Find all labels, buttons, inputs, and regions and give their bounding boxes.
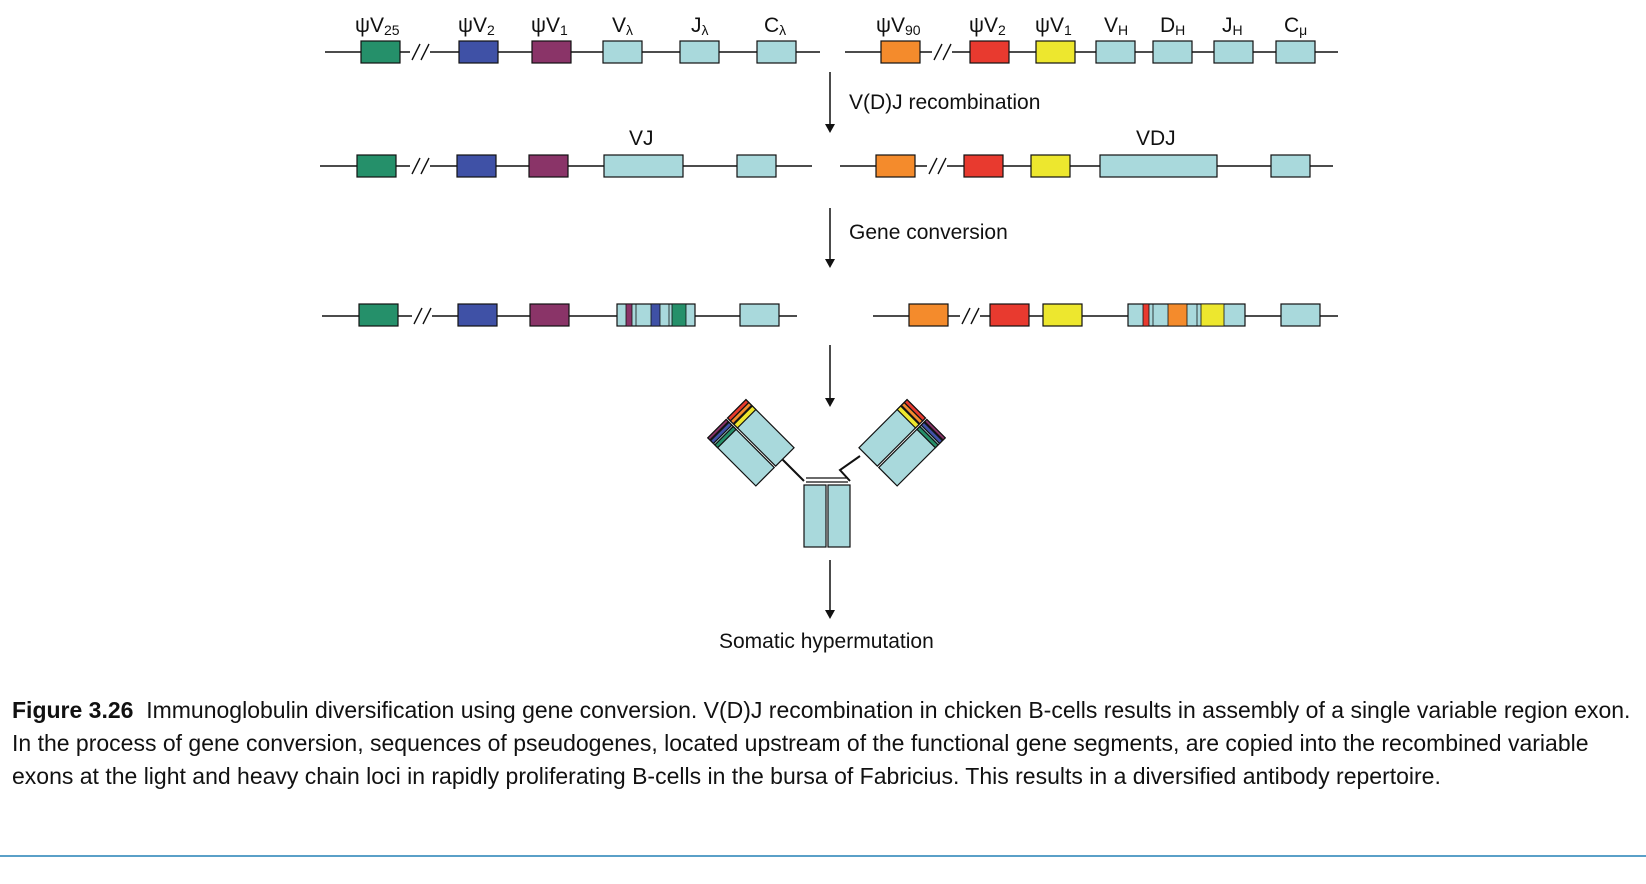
heavy-C-segment	[1275, 40, 1316, 64]
light-psiV1-segment	[528, 154, 569, 178]
heavy-J-segment	[1213, 40, 1254, 64]
heavy-psiV2-segment	[969, 40, 1010, 64]
locus-break-mark	[411, 157, 430, 175]
step-somatic-hypermutation: Somatic hypermutation	[719, 630, 934, 653]
arm-tract	[916, 425, 940, 449]
heavy-psiV1-segment	[1042, 303, 1083, 327]
converted-tract-orange	[1167, 303, 1188, 327]
figure-caption: Figure 3.26 Immunoglobulin diversificati…	[12, 694, 1632, 793]
converted-tract-purple	[625, 303, 633, 327]
label-heavy-D: DH	[1160, 14, 1185, 38]
heavy-V-segment	[1095, 40, 1136, 64]
light-psiV25-segment	[356, 154, 397, 178]
light-J-segment	[679, 40, 720, 64]
converted-tract-red	[1142, 303, 1150, 327]
label-light-psiV1: ψV1	[531, 14, 568, 38]
label-light-J: Jλ	[691, 14, 709, 38]
label-light-psiV25: ψV25	[355, 14, 400, 38]
heavy-psiV90-segment	[880, 40, 921, 64]
label-heavy-psiV1: ψV1	[1035, 14, 1072, 38]
arm-tract	[920, 421, 944, 445]
label-VDJ: VDJ	[1136, 127, 1176, 150]
figure-number: Figure 3.26	[12, 697, 134, 723]
heavy-chain-constant-left	[803, 484, 827, 548]
arm-tract	[713, 425, 737, 449]
arm-tract	[729, 401, 753, 425]
heavy-VDJ-exon	[1099, 154, 1218, 178]
down-arrow	[825, 345, 835, 407]
label-light-C: Cλ	[764, 14, 786, 38]
bottom-rule	[0, 855, 1646, 857]
light-VJ-exon	[603, 154, 684, 178]
label-heavy-psiV90: ψV90	[876, 14, 921, 38]
arm-tract	[709, 421, 733, 445]
label-light-V: Vλ	[612, 14, 633, 38]
light-psiV2-segment	[457, 303, 498, 327]
locus-break-mark	[928, 157, 947, 175]
locus-break-mark	[961, 307, 980, 325]
locus-break-mark	[411, 43, 430, 61]
light-C-segment	[739, 303, 780, 327]
locus-break-mark	[413, 307, 432, 325]
locus-break-mark	[933, 43, 952, 61]
step-gene-conversion: Gene conversion	[849, 221, 1008, 244]
down-arrow	[825, 208, 835, 268]
light-psiV1-segment	[529, 303, 570, 327]
label-heavy-psiV2: ψV2	[969, 14, 1006, 38]
light-psiV2-segment	[456, 154, 497, 178]
heavy-psiV2-segment	[989, 303, 1030, 327]
heavy-C-segment	[1270, 154, 1311, 178]
heavy-D-segment	[1152, 40, 1193, 64]
converted-tract-yellow	[1200, 303, 1225, 327]
figure-caption-text: Immunoglobulin diversification using gen…	[12, 697, 1631, 789]
converted-tract-green	[671, 303, 687, 327]
converted-tract-blue	[650, 303, 661, 327]
heavy-psiV90-segment	[908, 303, 949, 327]
light-V-segment	[602, 40, 643, 64]
gene-conversion-diagram: ψV25 ψV2 ψV1 Vλ Jλ Cλ ψV90 ψV2 ψV1 VH DH…	[320, 14, 1338, 653]
heavy-psiV1-segment	[1030, 154, 1071, 178]
heavy-chain-constant-right	[827, 484, 851, 548]
light-C-segment	[756, 40, 797, 64]
antibody	[706, 398, 947, 548]
light-psiV25-segment	[360, 40, 401, 64]
arm-tract	[706, 418, 730, 441]
arm-tract	[733, 405, 757, 429]
heavy-psiV1-segment	[1035, 40, 1076, 64]
label-light-psiV2: ψV2	[458, 14, 495, 38]
light-psiV25-segment	[358, 303, 399, 327]
step-vdj-recombination: V(D)J recombination	[849, 91, 1040, 114]
light-psiV1-segment	[531, 40, 572, 64]
heavy-psiV90-segment	[875, 154, 916, 178]
label-heavy-J: JH	[1222, 14, 1243, 38]
heavy-C-segment	[1280, 303, 1321, 327]
light-C-segment	[736, 154, 777, 178]
down-arrow	[825, 72, 835, 133]
arm-tract	[900, 401, 924, 425]
label-heavy-V: VH	[1104, 14, 1128, 38]
label-heavy-C: Cμ	[1284, 14, 1307, 38]
down-arrow	[825, 560, 835, 619]
arm-tract	[923, 418, 947, 441]
arm-tract	[896, 405, 920, 429]
light-psiV2-segment	[458, 40, 499, 64]
heavy-psiV2-segment	[963, 154, 1004, 178]
label-VJ: VJ	[629, 127, 654, 150]
